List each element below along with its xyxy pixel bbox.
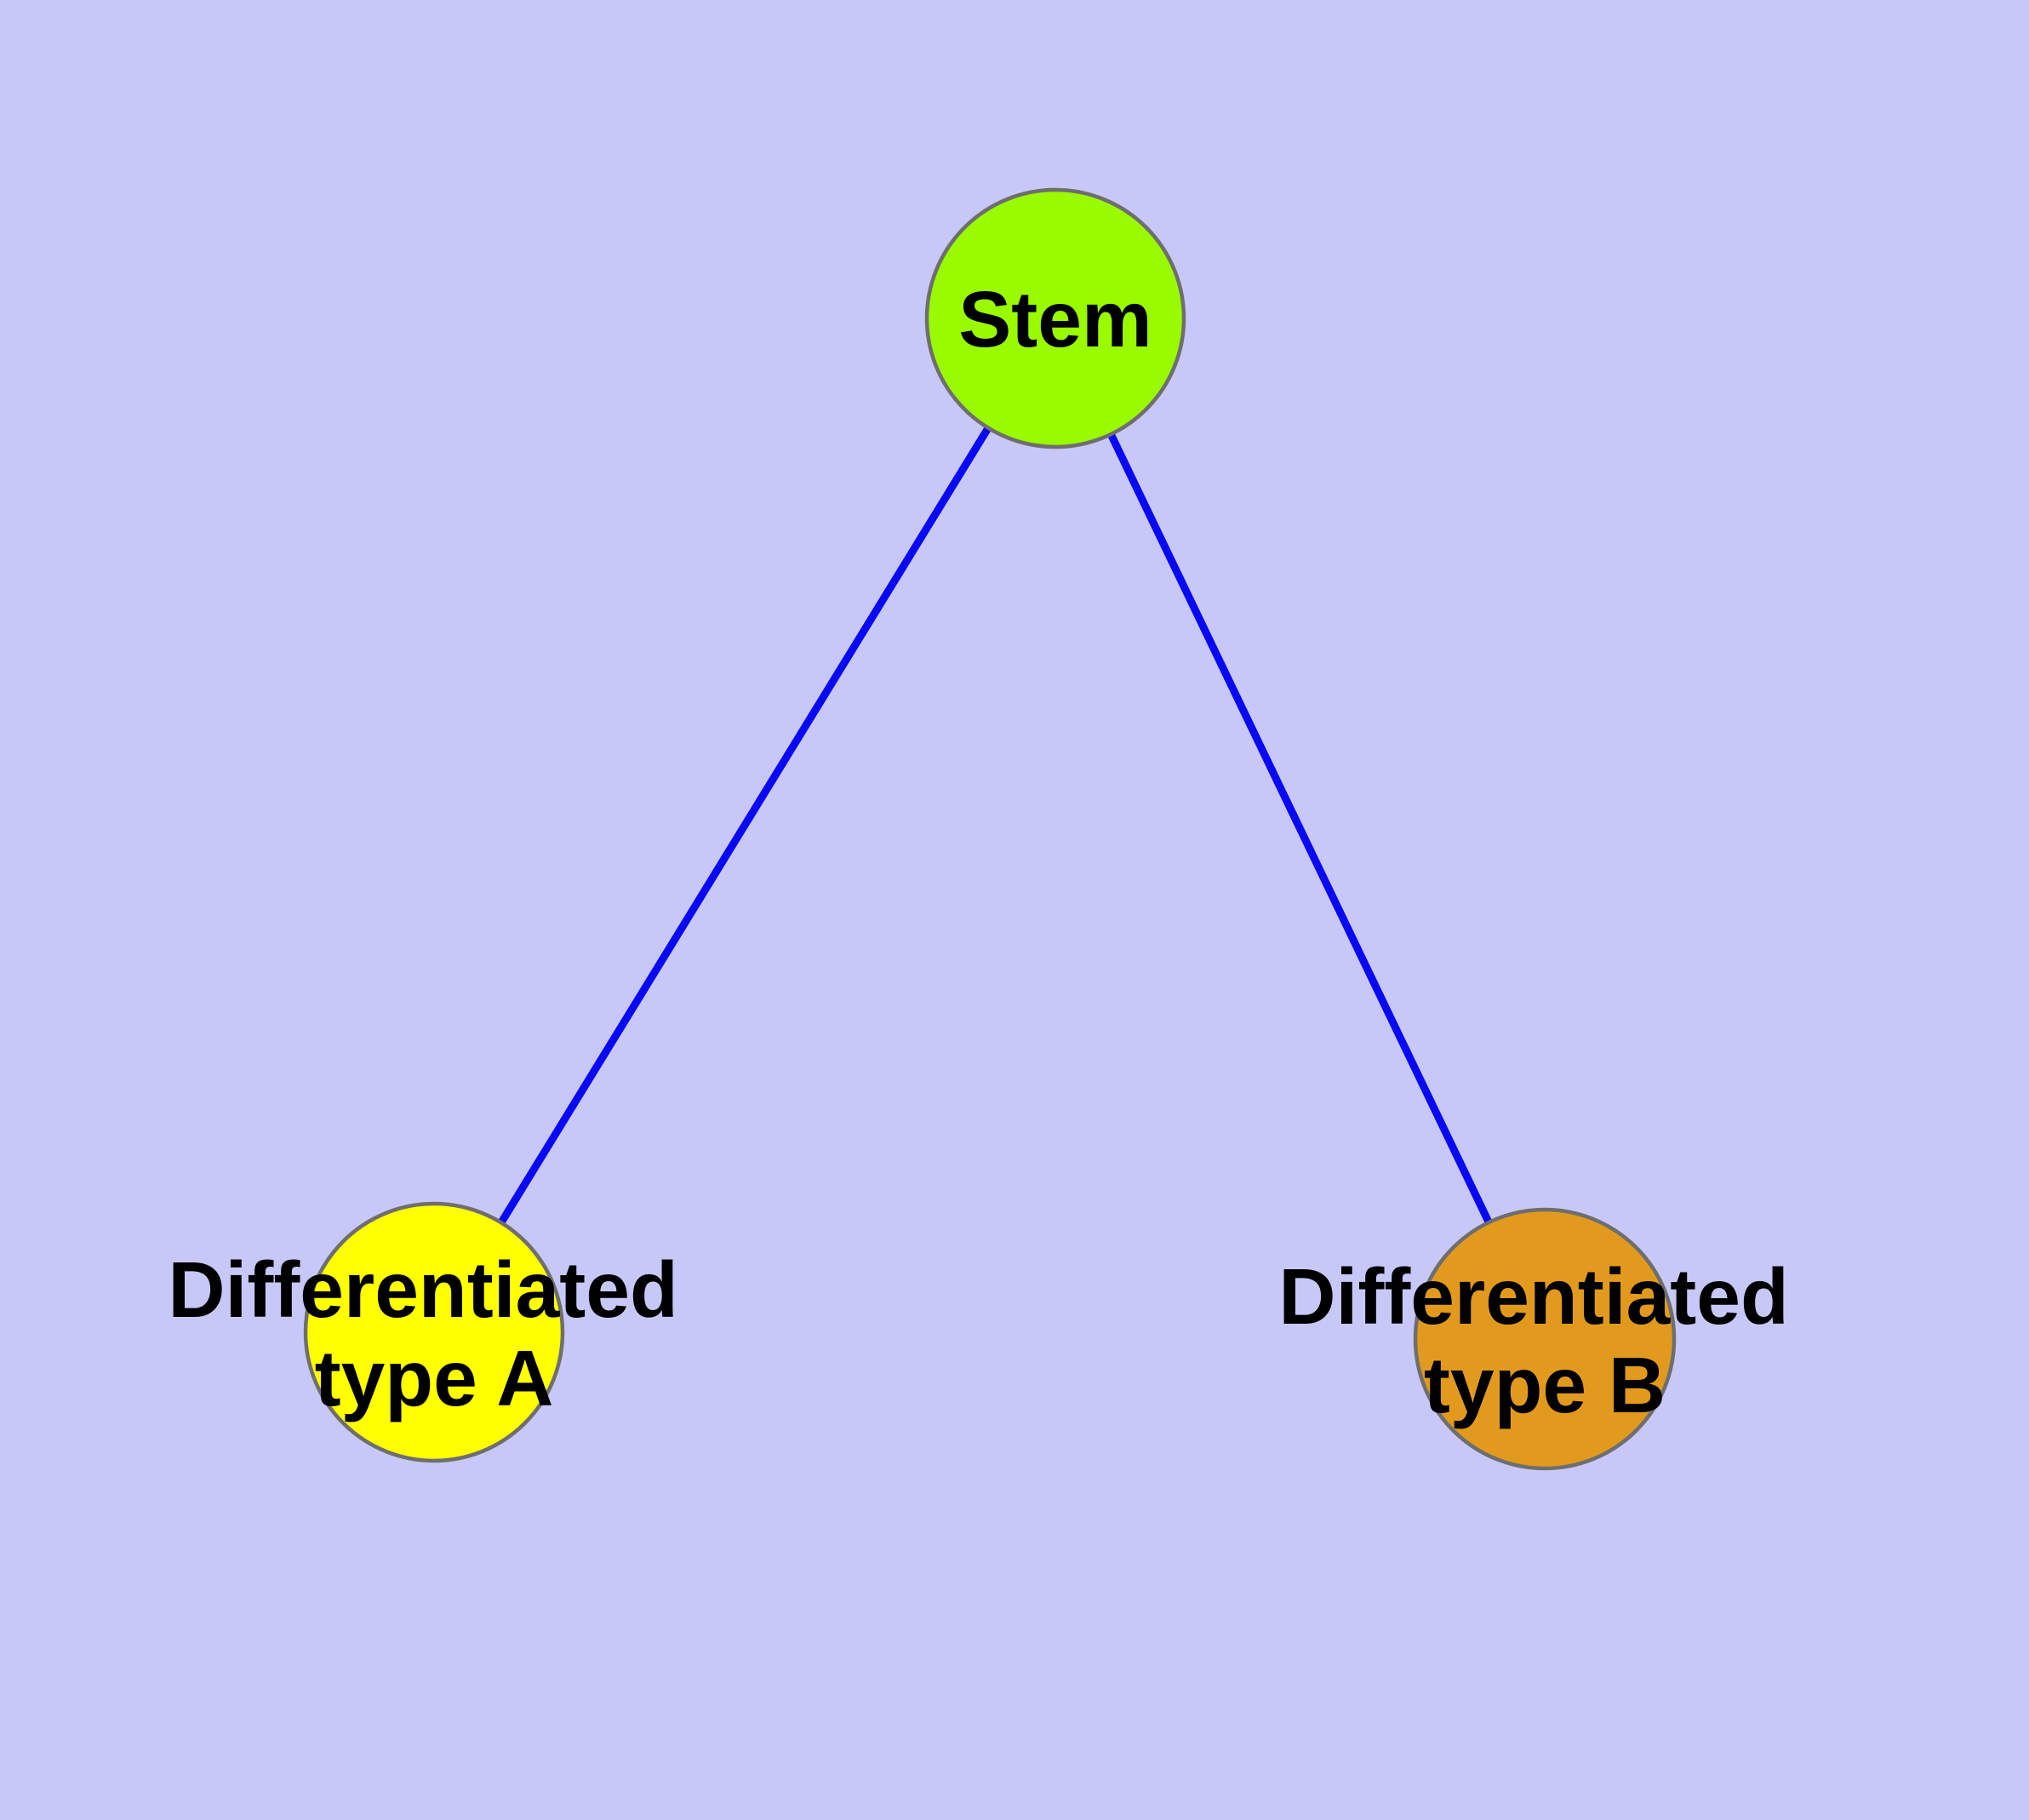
node-label-stem: Stem [958,275,1152,363]
node-stem [924,187,1186,449]
node-label-differentiated-type-b-line1: Differentiated [1278,1252,1788,1341]
edges [431,316,1549,1341]
node-differentiated-type-b [1413,1207,1677,1471]
node-label-differentiated-type-a: Differentiated type A [168,1245,700,1422]
node-labels: Stem Differentiated type A Differentiate… [168,275,1810,1429]
node-label-differentiated-type-a-line2: type A [315,1334,554,1422]
node-differentiated-type-a [303,1201,565,1463]
node-label-differentiated-type-a-line1: Differentiated [168,1245,677,1334]
nodes [303,187,1677,1471]
edge-stem-to-type-b [1051,317,1549,1341]
node-label-differentiated-type-b-line2: type B [1424,1341,1666,1429]
edge-stem-to-type-a [431,316,1059,1335]
node-label-differentiated-type-b: Differentiated type B [1278,1252,1810,1429]
